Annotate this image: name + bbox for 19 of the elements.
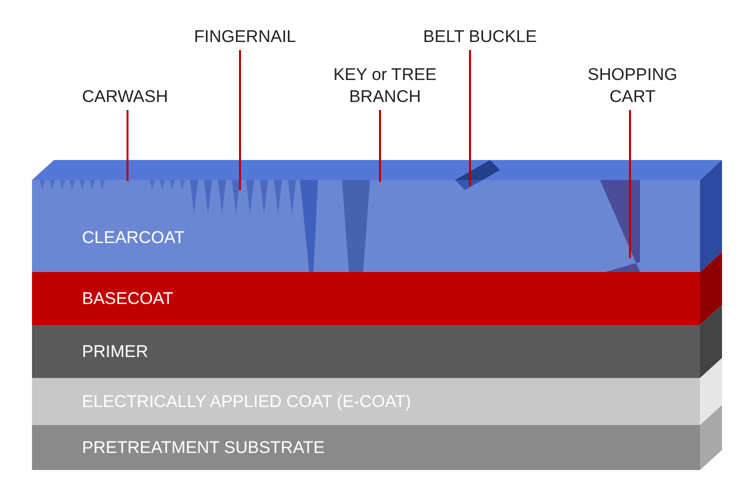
callout-label: SHOPPING CART (575, 64, 690, 108)
primer-layer (32, 325, 700, 378)
leader-line (379, 110, 381, 182)
leader-line (239, 50, 241, 190)
callout-label: BELT BUCKLE (405, 26, 555, 48)
leader-line (629, 110, 631, 258)
e-coat-layer (32, 378, 700, 425)
layer-label: PRIMER (82, 342, 148, 362)
leader-line (126, 110, 128, 181)
clearcoat-layer (32, 180, 700, 272)
layer-label: CLEARCOAT (82, 228, 185, 248)
callout-label: KEY or TREE BRANCH (315, 64, 455, 108)
callout-label: CARWASH (60, 86, 190, 108)
leader-line (469, 50, 471, 186)
layer-label: PRETREATMENT SUBSTRATE (82, 438, 325, 458)
basecoat-layer (32, 272, 700, 325)
layer-label: BASECOAT (82, 288, 174, 308)
callout-label: FINGERNAIL (175, 26, 315, 48)
substrate-layer (32, 425, 700, 470)
